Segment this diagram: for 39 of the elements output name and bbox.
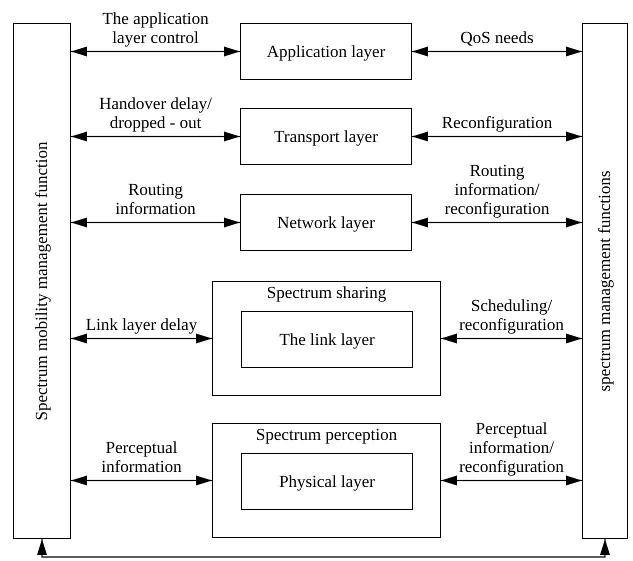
layer-box bbox=[240, 194, 412, 251]
bar-title: Spectrum mobility management function bbox=[32, 141, 52, 421]
layer-box bbox=[241, 453, 413, 510]
layer-name: Physical layer bbox=[279, 472, 375, 492]
double-arrow bbox=[441, 334, 582, 344]
edge-label: Perceptual information bbox=[100, 438, 183, 476]
double-arrow bbox=[412, 132, 582, 142]
double-arrow bbox=[412, 218, 582, 228]
layer-box bbox=[241, 311, 413, 368]
double-arrow bbox=[71, 334, 212, 344]
group-box bbox=[212, 423, 441, 538]
double-arrow bbox=[71, 476, 212, 486]
layer-name: Transport layer bbox=[274, 126, 378, 146]
edge-label: Reconfiguration bbox=[440, 112, 554, 132]
bar-title: spectrum management functions bbox=[595, 170, 615, 392]
double-arrow bbox=[37, 539, 610, 558]
layer-name: Network layer bbox=[277, 212, 375, 232]
edge-label: Handover delay/ dropped - out bbox=[98, 94, 213, 132]
group-box bbox=[212, 281, 441, 396]
double-arrow bbox=[412, 46, 582, 56]
layer-box bbox=[240, 108, 412, 165]
edge-label: Routing information bbox=[114, 180, 197, 218]
layer-name: The link layer bbox=[279, 330, 375, 350]
edge-label: QoS needs bbox=[459, 28, 535, 46]
edge-label: Scheduling/ reconfiguration bbox=[458, 296, 565, 334]
double-arrow bbox=[71, 132, 240, 142]
edge-label: Routing information/ reconfiguration bbox=[444, 160, 550, 218]
function-bar bbox=[13, 23, 71, 539]
double-arrow bbox=[71, 46, 240, 56]
edge-label: The application layer control bbox=[101, 8, 210, 46]
edge-label: Link layer delay bbox=[84, 314, 198, 334]
double-arrow bbox=[71, 218, 240, 228]
layer-name: Application layer bbox=[266, 42, 386, 62]
double-arrow bbox=[441, 476, 582, 486]
group-title: Spectrum perception bbox=[254, 425, 398, 445]
edge-label: Perceptual information/ reconfiguration bbox=[458, 418, 565, 476]
layer-box bbox=[240, 23, 412, 80]
function-bar bbox=[582, 23, 628, 539]
group-title: Spectrum sharing bbox=[266, 283, 388, 303]
